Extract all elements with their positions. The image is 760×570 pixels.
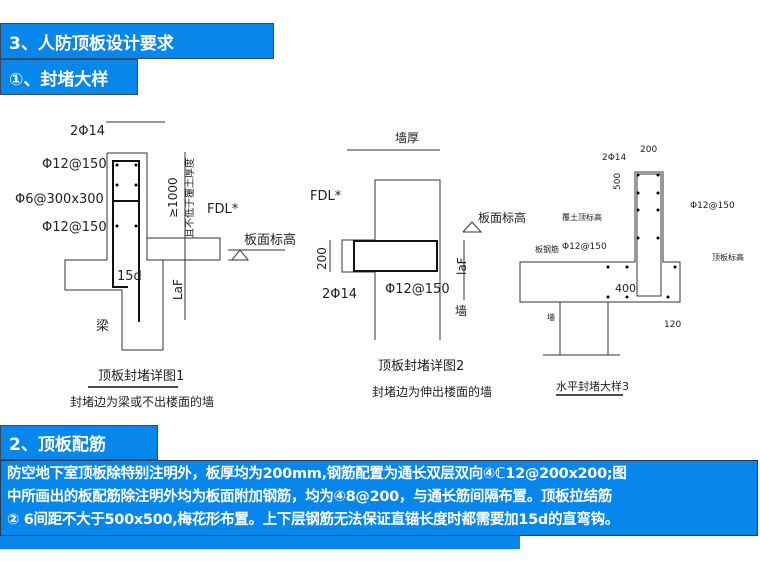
label: 墙 [455,304,467,318]
subsection-title: ①、封堵大样 [0,59,138,95]
label: 2Φ14 [602,153,627,163]
label: 墙厚 [395,131,419,145]
label: ≥1000 [166,177,180,218]
label: 板面标高 [244,232,296,248]
label: 梁 [96,319,109,334]
detail-drawings: 2Φ14 Φ12@150 Φ6@300x300 Φ12@150 ≥1000 且不… [15,121,744,409]
text-line: 中所画出的板配筋除注明外均为板面附加钢筋，均为④8@200，与通长筋间隔布置。顶… [7,489,612,505]
roof-slab-reinforcement-text: 防空地下室顶板除特别注明外，板厚均为200mm,钢筋配置为通长双层双向④ℂ12@… [0,460,758,536]
label: FDL* [207,202,239,217]
section-2-title: 2、顶板配筋 [0,425,158,460]
label: LaF [171,279,185,300]
label: Φ12@150 [42,220,107,235]
label: 15d [117,269,142,284]
label: Φ12@150 [690,201,735,211]
decorative-bar [0,536,520,549]
detail-2-drawing: 墙厚 FDL* 板面标高 200 laF 2Φ14 Φ12@150 墙 顶板封堵… [310,131,526,399]
label: 2Φ14 [322,287,357,302]
label: Φ6@300x300 [15,192,104,207]
label: FDL* [310,189,342,204]
label: 顶板标高 [712,252,744,262]
label: Φ12@150 [385,282,450,297]
text-line: 防空地下室顶板除特别注明外，板厚均为200mm,钢筋配置为通长双层双向④ℂ12@… [7,466,627,482]
detail-1-drawing: 2Φ14 Φ12@150 Φ6@300x300 Φ12@150 ≥1000 且不… [15,121,296,409]
label: Φ12@150 [42,157,107,172]
label: 且不低于覆土厚度 [183,158,196,238]
label: laF [455,257,469,275]
detail-caption: 封堵边为伸出楼面的墙 [372,384,492,399]
label: 覆土顶标高 [562,212,602,222]
detail-title: 顶板封堵详图1 [98,369,184,384]
label: 200 [315,247,329,270]
detail-title: 顶板封堵详图2 [378,359,464,374]
label: 墙 [547,312,555,322]
detail-title: 水平封堵大样3 [556,379,629,393]
label: 2Φ14 [70,124,105,139]
detail-caption: 封堵边为梁或不出楼面的墙 [70,394,214,409]
label: 400 [615,282,636,295]
label: 200 [640,145,657,155]
label: 板钢筋 [535,244,559,254]
text-line: ② 6间距不大于500x500,梅花形布置。上下层钢筋无法保证直锚长度时都需要加… [7,512,619,528]
label: 板面标高 [478,210,526,225]
label: 500 [613,173,623,190]
label: 120 [664,320,681,330]
detail-3-drawing: 200 2Φ14 500 覆土顶标高 Φ12@150 板钢筋 Φ12@150 顶… [519,145,744,396]
label: Φ12@150 [562,242,607,252]
section-title: 3、人防顶板设计要求 [0,23,274,59]
